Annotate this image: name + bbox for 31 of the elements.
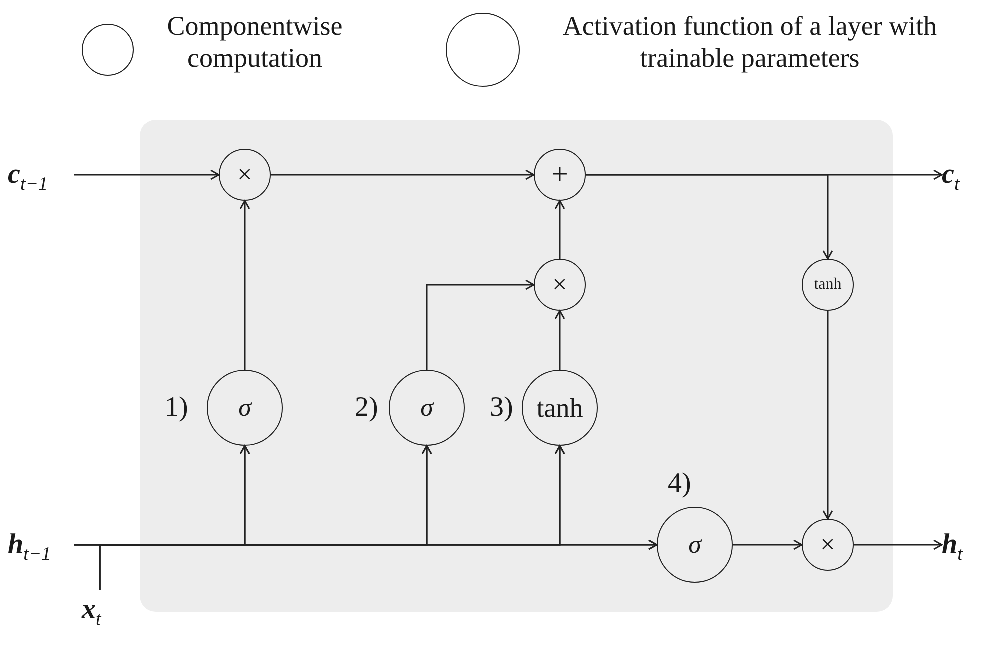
operation-circle: tanh	[802, 259, 854, 311]
arrow	[822, 311, 834, 520]
step-number: 2)	[355, 392, 378, 424]
variable-label: h$_{t}$	[942, 525, 988, 575]
operation-circle: +	[534, 149, 586, 201]
step-number: 4)	[668, 468, 692, 500]
arrow	[99, 540, 658, 590]
activation-circle: tanh	[522, 370, 598, 446]
legend-text: Activation function of a layer with trainable parameters	[562, 10, 938, 74]
step-number: 3)	[490, 392, 514, 424]
variable-label: c$_{t}$	[942, 155, 988, 205]
arrow	[426, 280, 535, 370]
arrow	[586, 174, 834, 260]
arrow	[854, 540, 943, 550]
operation-circle: ×	[802, 519, 854, 571]
operation-circle: ×	[219, 149, 271, 201]
arrow	[240, 200, 250, 370]
activation-circle: σ	[207, 370, 283, 446]
arrow	[271, 170, 535, 180]
arrow	[554, 200, 566, 259]
step-number: 1)	[165, 392, 188, 424]
arrow	[733, 540, 803, 550]
variable-label: x$_{t}$	[82, 590, 118, 640]
arrow	[554, 310, 566, 370]
activation-circle: σ	[389, 370, 465, 446]
variable-label: h$_{t−1}$	[8, 525, 74, 575]
variable-label: c$_{t−1}$	[8, 155, 74, 205]
legend-text: Componentwise computation	[166, 10, 344, 74]
operation-circle: ×	[534, 259, 586, 311]
arrow	[74, 170, 220, 180]
activation-circle: σ	[657, 507, 733, 583]
